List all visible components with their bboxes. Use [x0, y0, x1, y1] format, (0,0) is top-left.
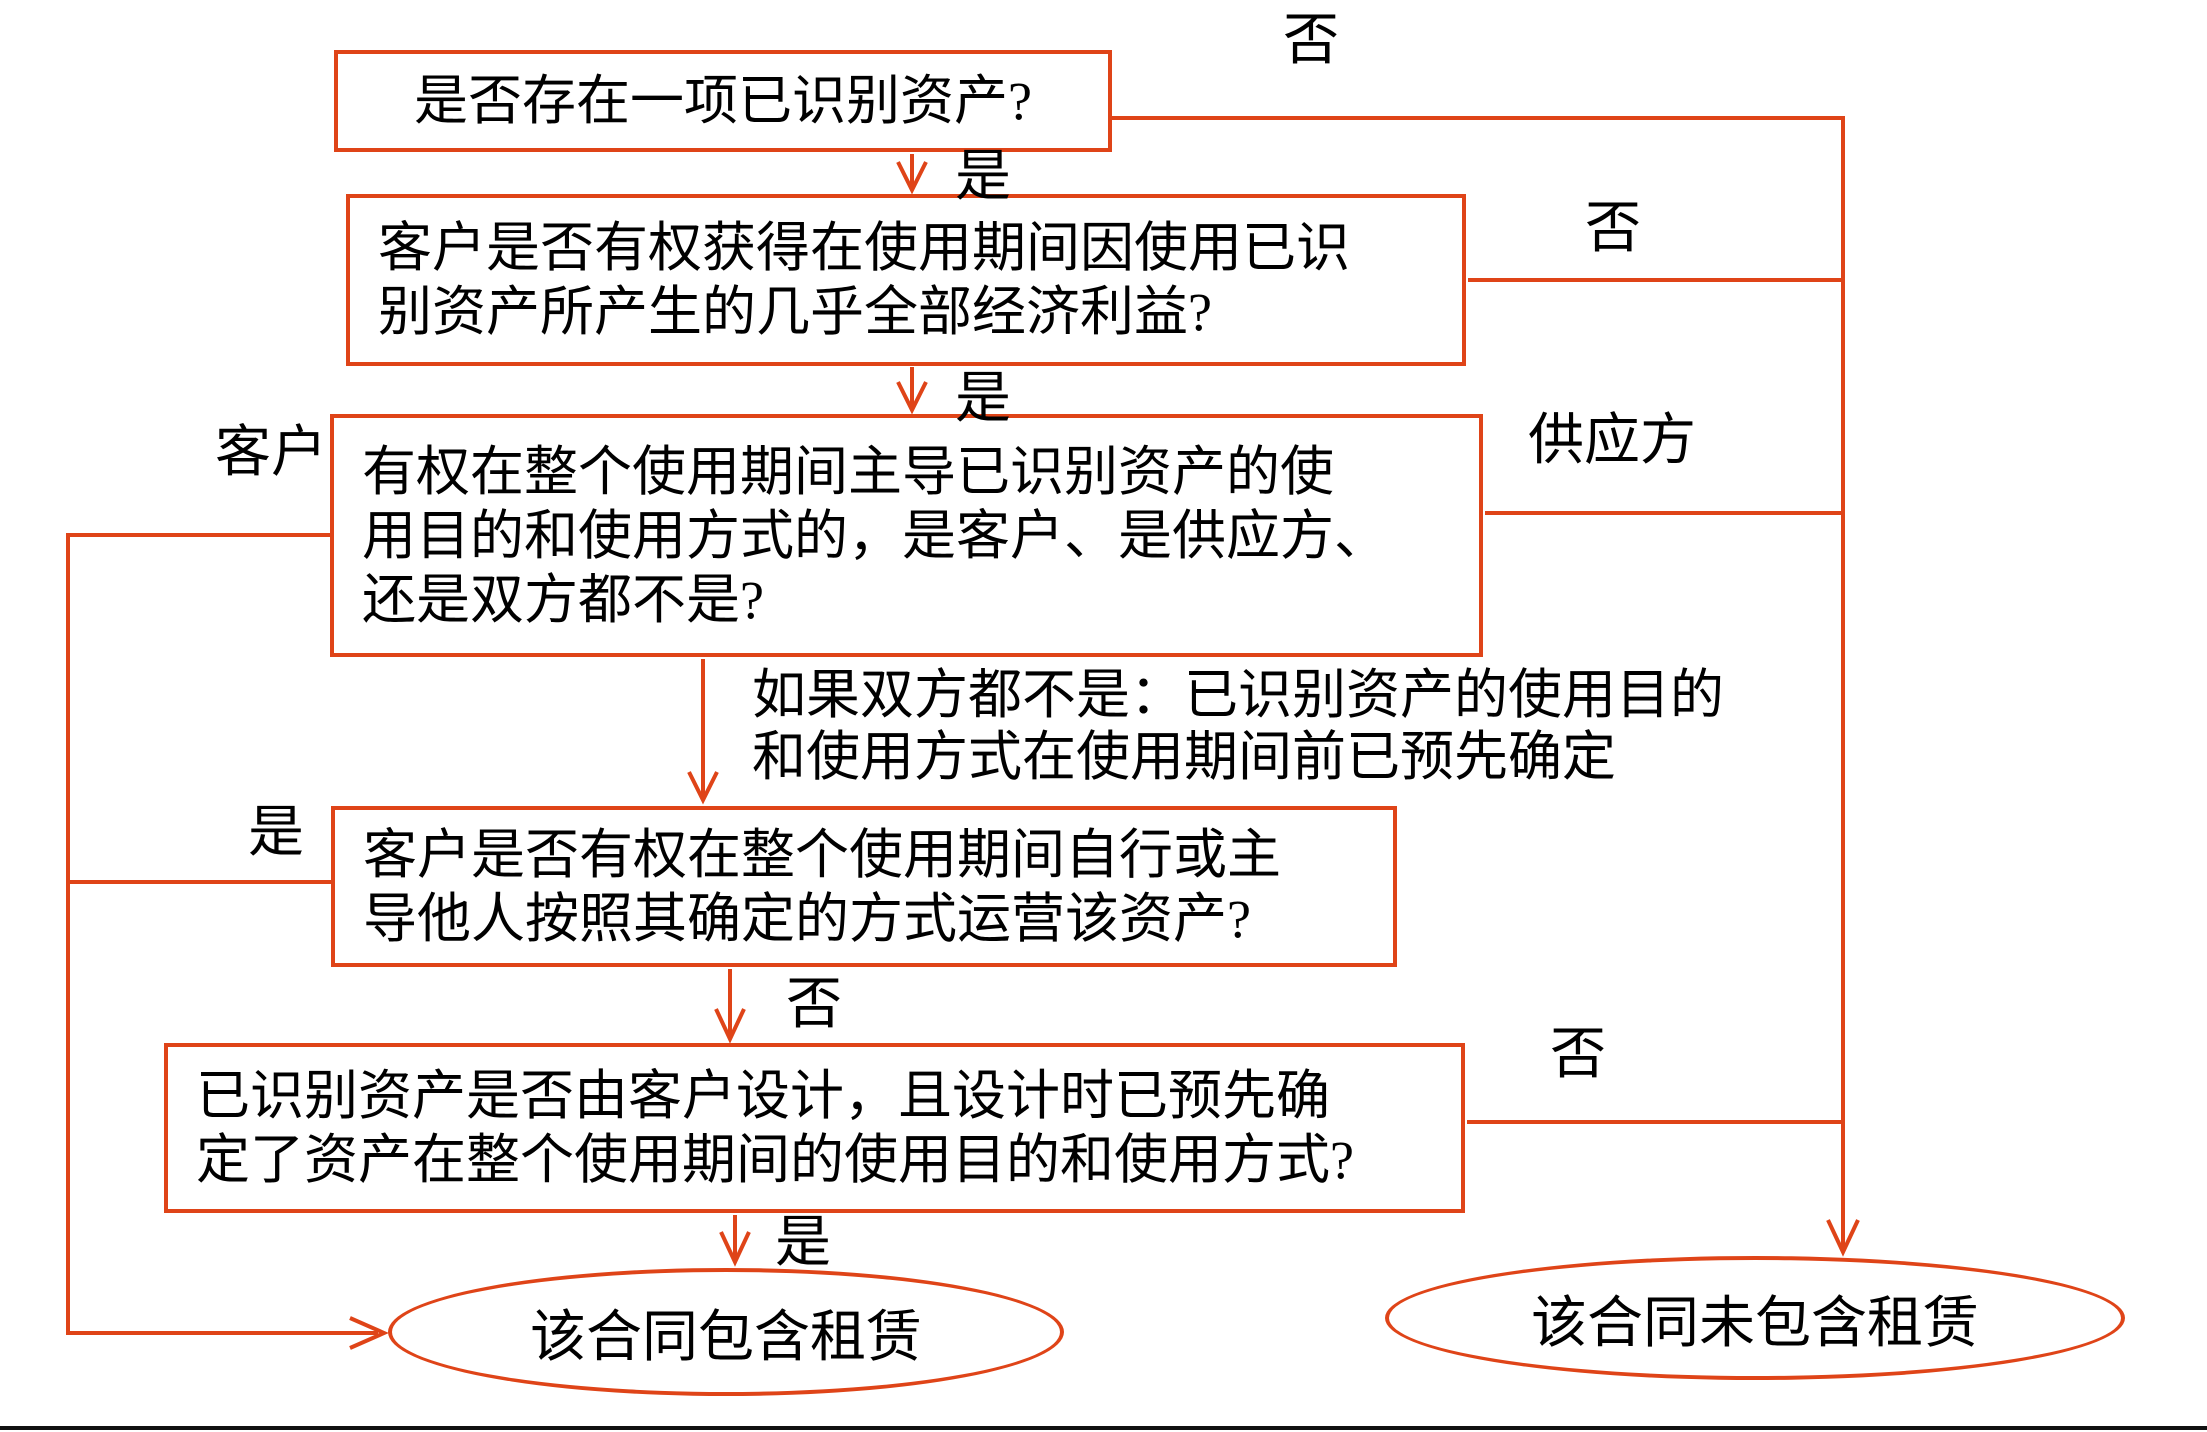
node-identified-asset-line1: 是否存在一项已识别资产? [414, 71, 1032, 131]
node-direct-use-line3: 还是双方都不是? [362, 569, 764, 630]
arrowhead-yes-trunk [349, 1316, 389, 1350]
node-customer-design-line2: 定了资产在整个使用期间的使用目的和使用方式? [196, 1130, 1354, 1190]
node-economic-benefits-line1: 客户是否有权获得在使用期间因使用已识 [378, 218, 1350, 278]
edge-label-q3-customer: 客户 [215, 422, 327, 484]
arrowhead-q4-no [714, 1008, 746, 1044]
node-direct-use-line1: 有权在整个使用期间主导已识别资产的使 [362, 441, 1334, 502]
edge-label-q1-yes: 是 [955, 146, 1011, 208]
edge-label-q5-no: 否 [1550, 1024, 1606, 1086]
arrowhead-q1-yes [896, 161, 928, 195]
edge-label-q2-no: 否 [1585, 198, 1641, 260]
edge-label-q1-no: 否 [1283, 10, 1339, 72]
arrowhead-q3-neither [687, 771, 719, 805]
arrowhead-q5-yes [719, 1231, 751, 1267]
node-direct-use-question: 有权在整个使用期间主导已识别资产的使 用目的和使用方式的，是客户、是供应方、 还… [330, 414, 1483, 657]
edge-label-q4-no: 否 [786, 974, 842, 1036]
edge-note-q3-neither-line2: 和使用方式在使用期间前已预先确定 [752, 727, 1616, 787]
node-operate-asset-line2: 导他人按照其确定的方式运营该资产? [363, 888, 1251, 949]
arrowhead-no-trunk [1826, 1219, 1860, 1257]
edge-note-q3-neither: 如果双方都不是：已识别资产的使用目的 和使用方式在使用期间前已预先确定 [752, 664, 1724, 788]
connector-yes-trunk [66, 533, 378, 1335]
node-no-lease: 该合同未包含租赁 [1385, 1256, 2125, 1380]
edge-label-q4-yes: 是 [248, 802, 304, 864]
node-economic-benefits-line2: 别资产所产生的几乎全部经济利益? [378, 282, 1212, 342]
node-customer-design-line1: 已识别资产是否由客户设计，且设计时已预先确 [196, 1066, 1330, 1126]
connector-no-trunk [1112, 116, 1845, 1250]
node-contains-lease: 该合同包含租赁 [388, 1268, 1064, 1396]
node-economic-benefits-question: 客户是否有权获得在使用期间因使用已识 别资产所产生的几乎全部经济利益? [346, 194, 1466, 366]
node-contains-lease-label: 该合同包含租赁 [530, 1306, 922, 1369]
node-customer-design-question: 已识别资产是否由客户设计，且设计时已预先确 定了资产在整个使用期间的使用目的和使… [164, 1043, 1465, 1213]
edge-note-q3-neither-line1: 如果双方都不是：已识别资产的使用目的 [752, 665, 1724, 725]
node-direct-use-line2: 用目的和使用方式的，是客户、是供应方、 [362, 505, 1388, 566]
node-operate-asset-question: 客户是否有权在整个使用期间自行或主 导他人按照其确定的方式运营该资产? [331, 806, 1397, 967]
arrowhead-q2-yes [896, 381, 928, 415]
node-operate-asset-line1: 客户是否有权在整个使用期间自行或主 [363, 824, 1281, 885]
edge-label-q5-yes: 是 [775, 1212, 831, 1274]
node-identified-asset-question: 是否存在一项已识别资产? [334, 50, 1112, 152]
node-no-lease-label: 该合同未包含租赁 [1531, 1292, 1979, 1355]
slide-bottom-rule [0, 1426, 2207, 1430]
edge-label-q2-yes: 是 [955, 368, 1011, 430]
edge-label-q3-supplier: 供应方 [1528, 410, 1696, 472]
